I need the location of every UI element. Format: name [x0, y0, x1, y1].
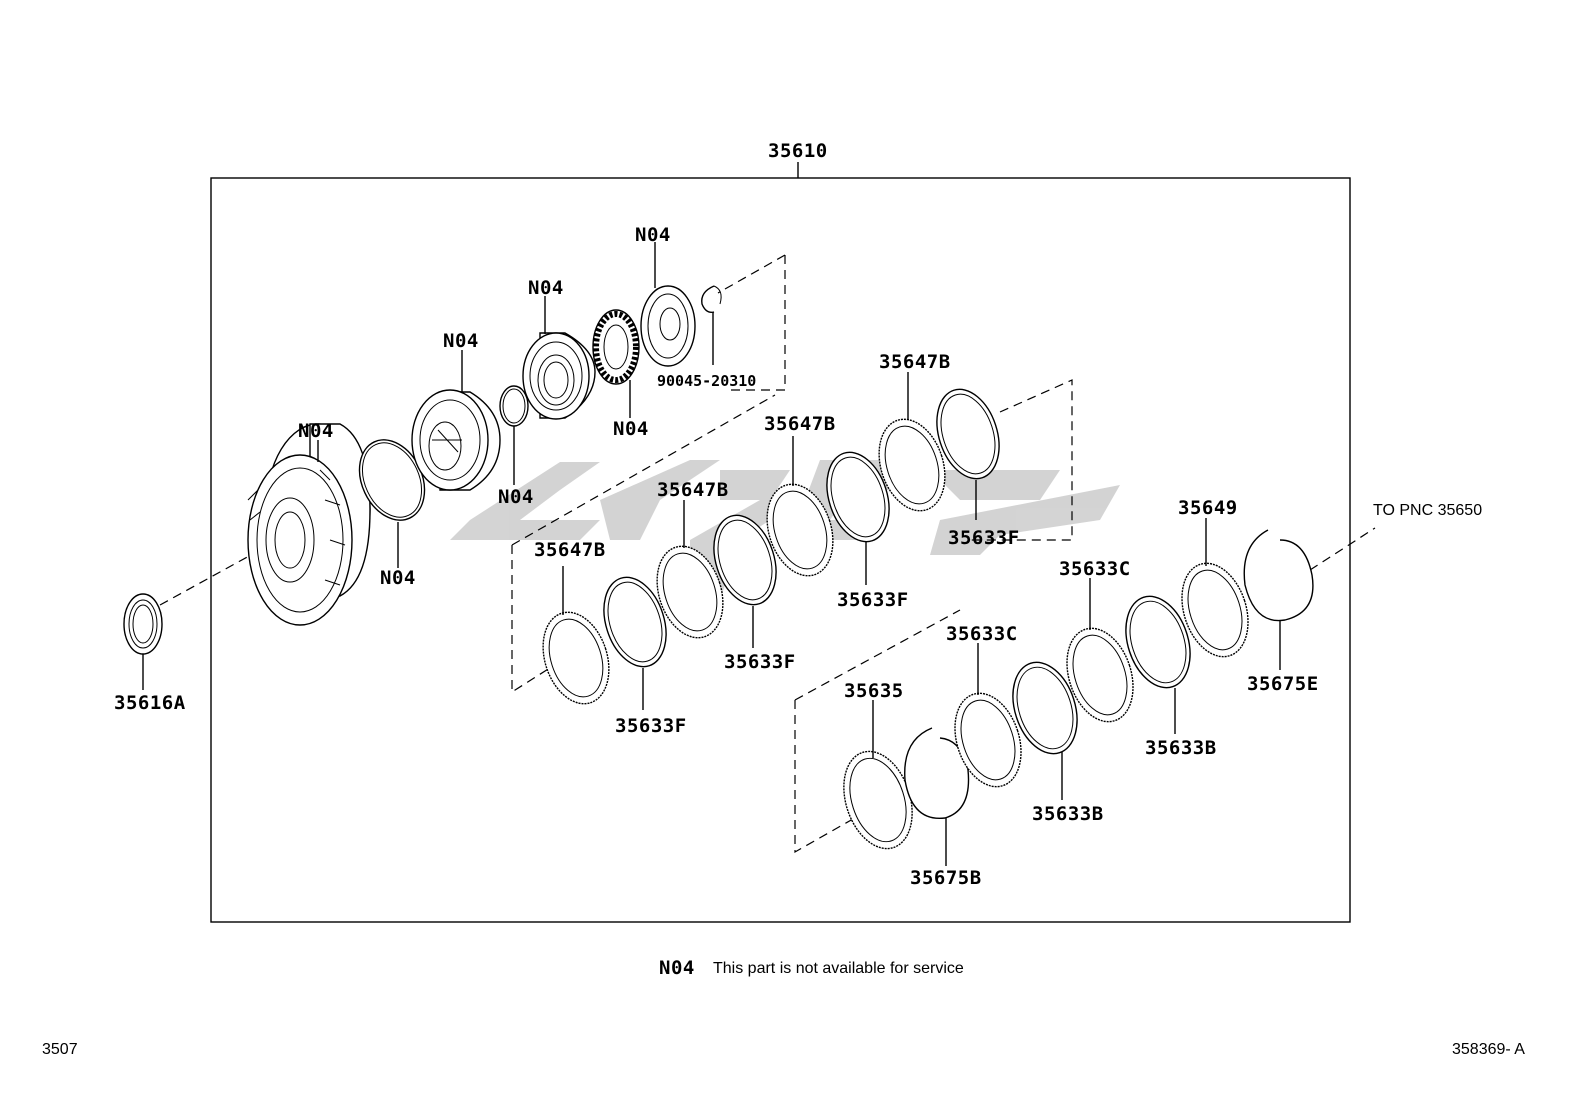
- label-35633F-1[interactable]: 35633F: [615, 715, 687, 737]
- part-clutch-drum[interactable]: [247, 423, 371, 626]
- label-90045-20310[interactable]: 90045-20310: [657, 372, 756, 390]
- part-35647B-disc-4[interactable]: [868, 411, 956, 520]
- part-o-ring[interactable]: [499, 385, 529, 427]
- part-35633C-disc-2[interactable]: [1056, 620, 1145, 730]
- label-n04-oring[interactable]: N04: [498, 486, 534, 508]
- label-35675B[interactable]: 35675B: [910, 867, 982, 889]
- assembly-frame: [210, 177, 1351, 923]
- group-boundary-upper: [728, 255, 786, 391]
- group-boundary-middle-right: [968, 379, 1073, 541]
- part-35647B-disc-3[interactable]: [756, 476, 844, 585]
- label-35633F-4[interactable]: 35633F: [948, 527, 1020, 549]
- part-35633B-plate-1[interactable]: [1002, 654, 1088, 762]
- note-code: N04: [659, 957, 695, 979]
- label-35633C-1[interactable]: 35633C: [946, 623, 1018, 645]
- part-35633C-disc-1[interactable]: [944, 685, 1033, 795]
- part-return-spring[interactable]: [592, 309, 640, 385]
- part-35649-plate[interactable]: [1171, 555, 1260, 665]
- label-35647B-4[interactable]: 35647B: [879, 351, 951, 373]
- label-35675E[interactable]: 35675E: [1247, 673, 1319, 695]
- footer-right-code: 358369- A: [1452, 1041, 1525, 1058]
- part-35633F-plate-4[interactable]: [926, 381, 1010, 486]
- axis-line-to-pnc: [1309, 527, 1376, 571]
- part-35633F-plate-1[interactable]: [593, 569, 677, 674]
- axis-line-lower: [794, 609, 961, 701]
- part-35633B-plate-2[interactable]: [1115, 588, 1201, 696]
- part-90045-20310-snap-ring[interactable]: [701, 285, 722, 314]
- part-spring-retainer[interactable]: [640, 285, 696, 367]
- to-pnc-label[interactable]: TO PNC 35650: [1373, 502, 1482, 519]
- label-n04-drum[interactable]: N04: [298, 420, 334, 442]
- label-35633B-2[interactable]: 35633B: [1145, 737, 1217, 759]
- axis-line-middle-left: [511, 394, 776, 546]
- part-clutch-hub[interactable]: [411, 389, 501, 491]
- part-35647B-disc-2[interactable]: [646, 538, 734, 647]
- label-35633F-2[interactable]: 35633F: [724, 651, 796, 673]
- group-boundary-lower: [794, 700, 861, 854]
- label-n04-ring[interactable]: N04: [380, 567, 416, 589]
- label-n04-plate[interactable]: N04: [635, 224, 671, 246]
- label-35633C-2[interactable]: 35633C: [1059, 558, 1131, 580]
- label-35633B-1[interactable]: 35633B: [1032, 803, 1104, 825]
- label-35647B-3[interactable]: 35647B: [764, 413, 836, 435]
- label-35649[interactable]: 35649: [1178, 497, 1238, 519]
- part-35633F-plate-2[interactable]: [703, 507, 787, 612]
- part-35635-plate[interactable]: [832, 743, 924, 858]
- label-35635[interactable]: 35635: [844, 680, 904, 702]
- label-35633F-3[interactable]: 35633F: [837, 589, 909, 611]
- footer-left-code: 3507: [42, 1041, 78, 1058]
- label-n04-piston[interactable]: N04: [528, 277, 564, 299]
- part-35633F-plate-3[interactable]: [816, 444, 900, 549]
- part-35675E-snap-ring[interactable]: [1243, 529, 1314, 622]
- part-35647B-disc-1[interactable]: [532, 604, 620, 713]
- note-text: This part is not available for service: [713, 960, 964, 977]
- label-35616A[interactable]: 35616A: [114, 692, 186, 714]
- axis-line-left: [159, 549, 261, 606]
- assembly-label: 35610: [768, 140, 828, 162]
- part-35616A-thrust-washer[interactable]: [123, 593, 163, 655]
- label-35647B-1[interactable]: 35647B: [534, 539, 606, 561]
- label-35647B-2[interactable]: 35647B: [657, 479, 729, 501]
- axis-line-upper: [717, 254, 786, 294]
- label-n04-bearing[interactable]: N04: [613, 418, 649, 440]
- part-piston[interactable]: [522, 332, 596, 420]
- label-n04-hub[interactable]: N04: [443, 330, 479, 352]
